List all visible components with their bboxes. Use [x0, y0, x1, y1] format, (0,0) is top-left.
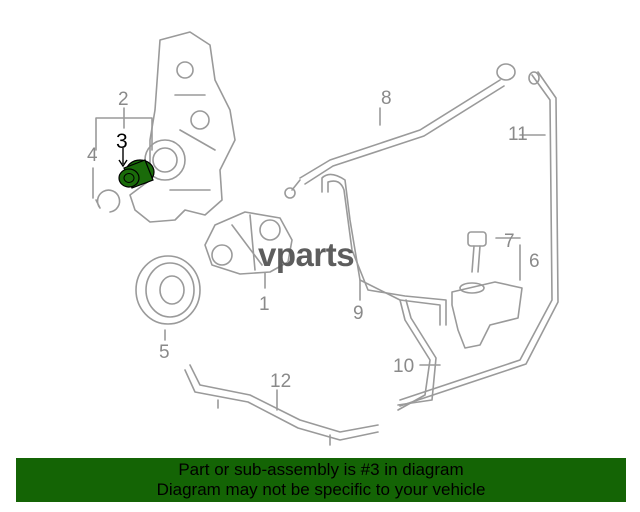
callout-6: 6: [529, 251, 540, 272]
logo-text: vparts: [258, 236, 355, 273]
clip-part-4[interactable]: [95, 189, 121, 213]
hose-part-8[interactable]: [284, 63, 516, 199]
callout-7: 7: [504, 231, 515, 252]
callout-9: 9: [353, 303, 364, 324]
callout-12: 12: [270, 371, 291, 392]
pulley-part-5[interactable]: [135, 255, 201, 325]
callout-11: 11: [508, 124, 528, 145]
cap-part-7[interactable]: [467, 231, 487, 273]
vparts-logo: vparts: [258, 236, 355, 274]
banner-line-2: Diagram may not be specific to your vehi…: [156, 480, 486, 499]
callout-8: 8: [381, 88, 392, 109]
bushing-part-3[interactable]: [118, 159, 155, 189]
callout-3: 3: [116, 130, 128, 153]
pump-bracket[interactable]: [129, 31, 236, 223]
callout-10: 10: [393, 356, 414, 377]
line-part-9[interactable]: [321, 173, 447, 326]
info-banner: Part or sub-assembly is #3 in diagram Di…: [16, 458, 626, 502]
callout-5: 5: [159, 342, 170, 363]
callout-1: 1: [259, 294, 270, 315]
callout-4: 4: [87, 145, 98, 166]
pump-part-1[interactable]: [204, 211, 293, 275]
callout-2: 2: [118, 89, 129, 110]
banner-line-1: Part or sub-assembly is #3 in diagram: [178, 460, 464, 479]
hose-part-11[interactable]: [399, 71, 559, 407]
reservoir-part-6[interactable]: [451, 281, 523, 349]
line-part-12[interactable]: [184, 364, 379, 446]
